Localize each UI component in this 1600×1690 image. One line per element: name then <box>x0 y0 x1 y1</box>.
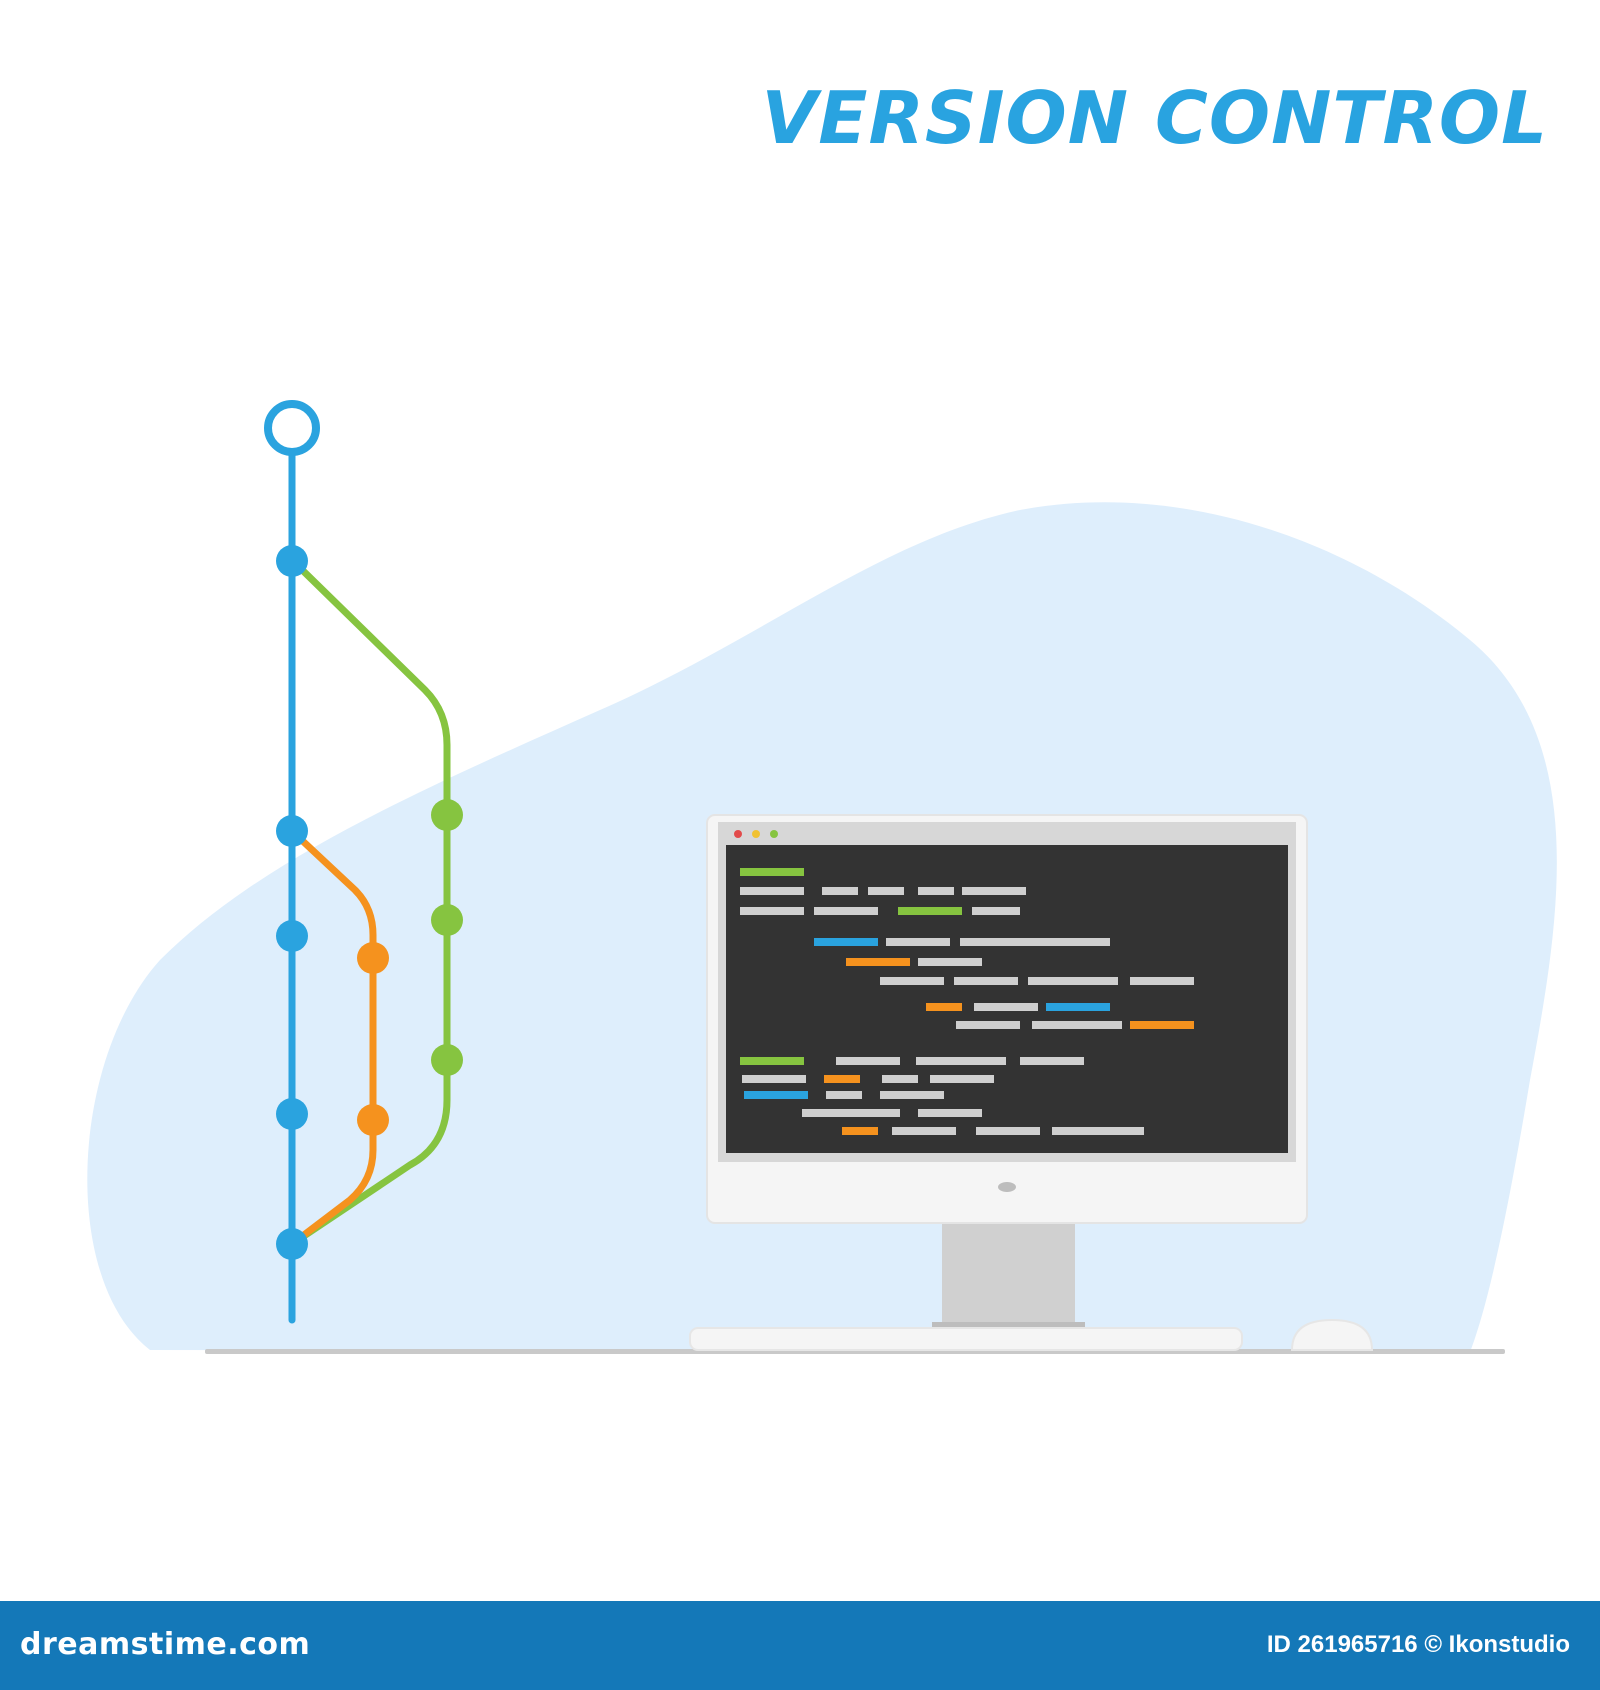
footer-site-text: dreamstime.com <box>20 1627 311 1662</box>
git-branch-graph-icon <box>264 400 463 1324</box>
desktop-monitor-icon <box>706 814 1308 1332</box>
footer-credit-text: ID 261965716 © Ikonstudio <box>1266 1631 1570 1658</box>
version-control-illustration <box>87 400 1557 1354</box>
mouse-icon <box>1290 1318 1374 1351</box>
keyboard-icon <box>689 1327 1243 1351</box>
footer-bar: dreamstime.com ID 261965716 © Ikonstudio <box>0 1601 1600 1690</box>
page-title: VERSION CONTROL <box>761 76 1548 160</box>
